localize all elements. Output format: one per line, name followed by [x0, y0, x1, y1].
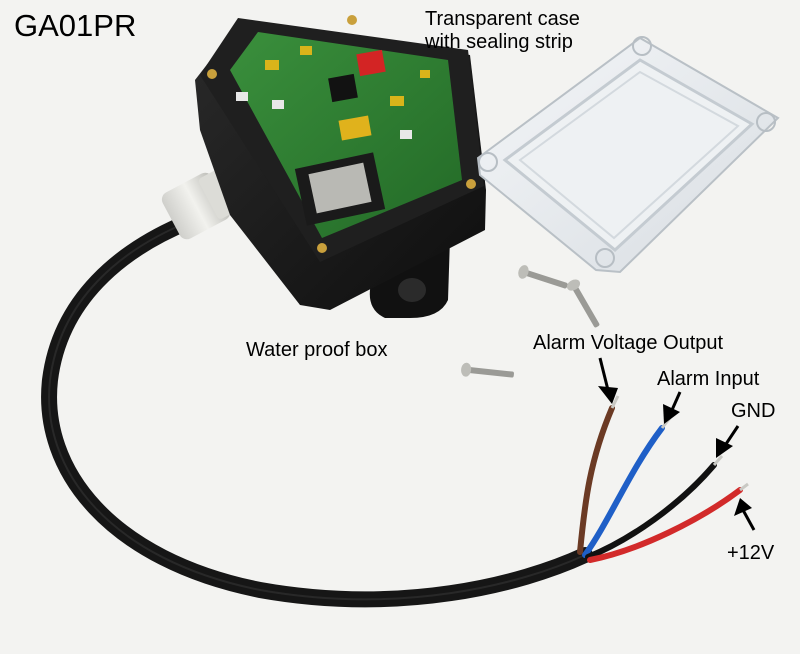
alarm-voltage-output-label: Alarm Voltage Output [533, 332, 724, 354]
gnd-label: GND [731, 400, 776, 422]
alarm-input-label: Alarm Input [657, 368, 760, 390]
wire-red [587, 487, 743, 563]
waterproof-box-label: Water proof box [246, 339, 388, 361]
case-label-line1: Transparent case [425, 8, 580, 30]
wire-black [585, 462, 717, 560]
wire-bundle [577, 395, 749, 563]
loose-screws [461, 265, 600, 378]
waterproof-box [195, 15, 486, 318]
annotation-arrows [598, 357, 756, 531]
transparent-case [476, 36, 780, 274]
wire-brown [577, 405, 615, 555]
plus-12v-label: +12V [727, 542, 775, 564]
wire-blue [582, 425, 665, 558]
transparent-case-label: Transparent case with sealing strip [425, 8, 580, 54]
case-label-line2: with sealing strip [425, 31, 573, 53]
model-title: GA01PR [14, 8, 137, 43]
